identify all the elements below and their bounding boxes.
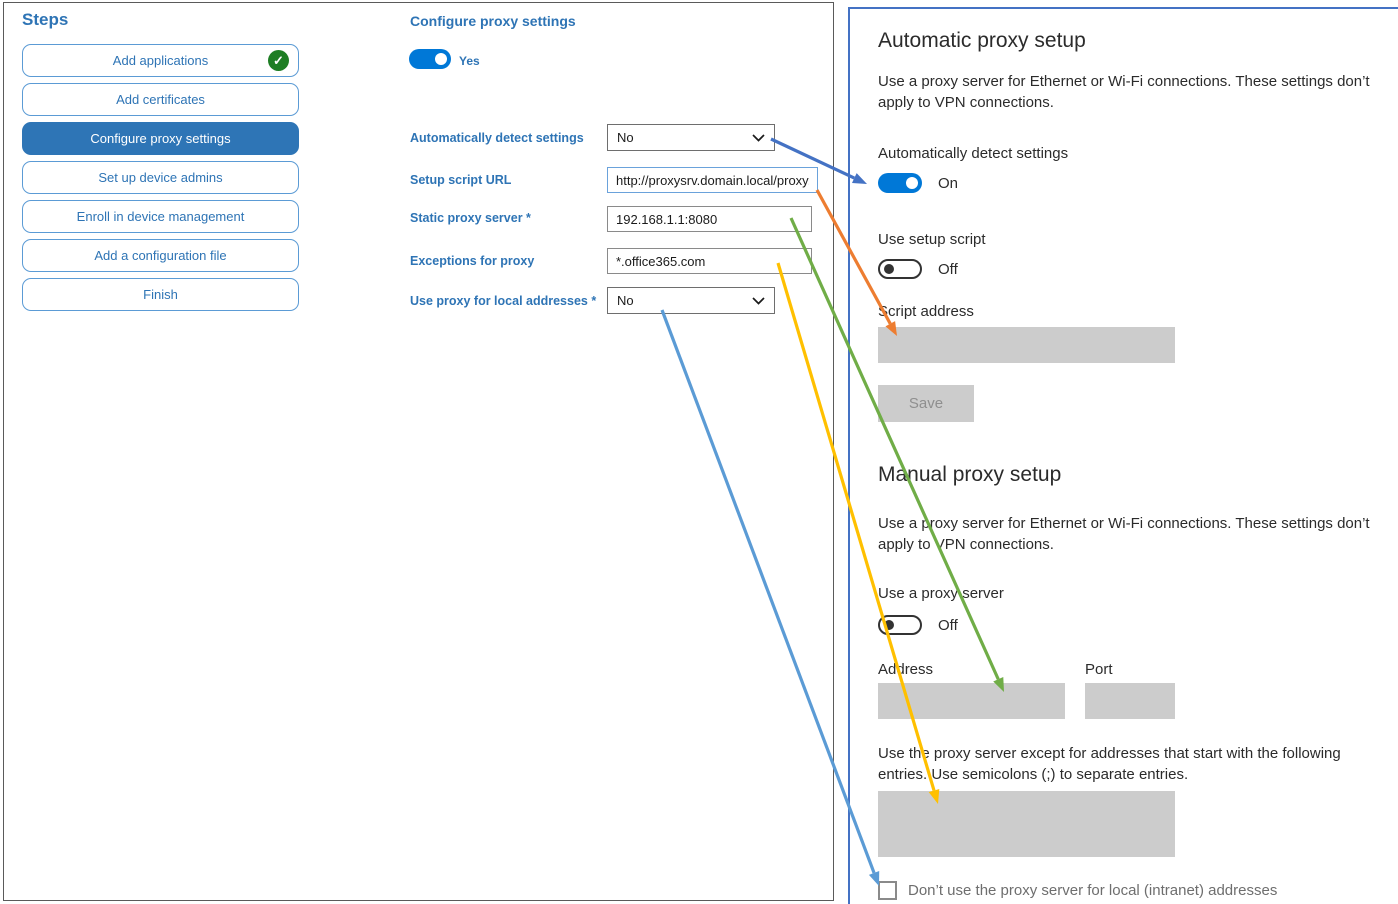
- proxy-exceptions-textarea[interactable]: [878, 791, 1175, 857]
- step-add-certificates[interactable]: Add certificates: [22, 83, 299, 116]
- detect-settings-label: Automatically detect settings: [878, 145, 1069, 162]
- field-label-local-addresses: Use proxy for local addresses *: [410, 294, 597, 308]
- step-label: Configure proxy settings: [90, 131, 231, 146]
- use-setup-script-label: Use setup script: [878, 231, 986, 248]
- toggle-knob: [435, 53, 447, 65]
- automatic-proxy-setup-heading: Automatic proxy setup: [878, 29, 1086, 52]
- local-addresses-checkbox[interactable]: [878, 881, 897, 900]
- step-add-applications[interactable]: Add applications ✓: [22, 44, 299, 77]
- step-finish[interactable]: Finish: [22, 278, 299, 311]
- step-label: Add certificates: [116, 92, 205, 107]
- chevron-down-icon: [752, 133, 765, 142]
- save-button[interactable]: Save: [878, 385, 974, 422]
- step-configure-proxy-settings[interactable]: Configure proxy settings: [22, 122, 299, 155]
- completed-check-icon: ✓: [268, 50, 289, 71]
- toggle-knob: [884, 264, 894, 274]
- configure-proxy-enabled-toggle[interactable]: [409, 49, 451, 69]
- port-label: Port: [1085, 661, 1113, 678]
- local-addresses-checkbox-label: Don’t use the proxy server for local (in…: [908, 882, 1278, 899]
- toggle-state-label: Off: [938, 260, 958, 278]
- toggle-knob: [906, 177, 918, 189]
- field-label-exceptions: Exceptions for proxy: [410, 254, 535, 268]
- use-proxy-server-label: Use a proxy server: [878, 585, 1004, 602]
- proxy-exceptions-note: Use the proxy server except for addresse…: [878, 745, 1341, 783]
- step-label: Add applications: [112, 53, 209, 68]
- address-label: Address: [878, 661, 934, 678]
- step-add-a-configuration-file[interactable]: Add a configuration file: [22, 239, 299, 272]
- use-proxy-local-addresses-select[interactable]: No: [607, 287, 775, 314]
- select-value: No: [617, 130, 634, 145]
- step-set-up-device-admins[interactable]: Set up device admins: [22, 161, 299, 194]
- windows-proxy-settings-panel: Automatic proxy setup Use a proxy server…: [848, 7, 1398, 904]
- setup-script-url-input[interactable]: [607, 167, 818, 193]
- chevron-down-icon: [752, 296, 765, 305]
- toggle-state-label: On: [938, 174, 959, 192]
- toggle-state-label: Off: [938, 616, 958, 634]
- manual-proxy-description: Use a proxy server for Ethernet or Wi-Fi…: [878, 515, 1370, 553]
- form-title: Configure proxy settings: [410, 13, 576, 29]
- steps-title: Steps: [22, 10, 69, 29]
- static-proxy-server-input[interactable]: [607, 206, 812, 232]
- step-label: Add a configuration file: [94, 248, 227, 263]
- use-setup-script-toggle[interactable]: [878, 259, 922, 279]
- step-enroll-in-device-management[interactable]: Enroll in device management: [22, 200, 299, 233]
- automatically-detect-settings-select[interactable]: No: [607, 124, 775, 151]
- step-label: Finish: [143, 287, 178, 302]
- select-value: No: [617, 293, 634, 308]
- step-label: Enroll in device management: [76, 209, 245, 224]
- toggle-state-label: Yes: [459, 54, 480, 68]
- script-address-input[interactable]: [878, 327, 1175, 363]
- field-label-static-proxy-server: Static proxy server *: [410, 211, 531, 225]
- detect-settings-toggle[interactable]: [878, 173, 922, 193]
- step-label: Set up device admins: [98, 170, 223, 185]
- toggle-knob: [884, 620, 894, 630]
- field-label-setup-script-url: Setup script URL: [410, 173, 512, 187]
- field-label-detect-settings: Automatically detect settings: [410, 131, 584, 145]
- exceptions-for-proxy-input[interactable]: [607, 248, 812, 274]
- manual-proxy-setup-heading: Manual proxy setup: [878, 463, 1062, 486]
- use-proxy-server-toggle[interactable]: [878, 615, 922, 635]
- script-address-label: Script address: [878, 303, 974, 320]
- proxy-port-input[interactable]: [1085, 683, 1175, 719]
- automatic-proxy-description: Use a proxy server for Ethernet or Wi-Fi…: [878, 73, 1370, 111]
- proxy-address-input[interactable]: [878, 683, 1065, 719]
